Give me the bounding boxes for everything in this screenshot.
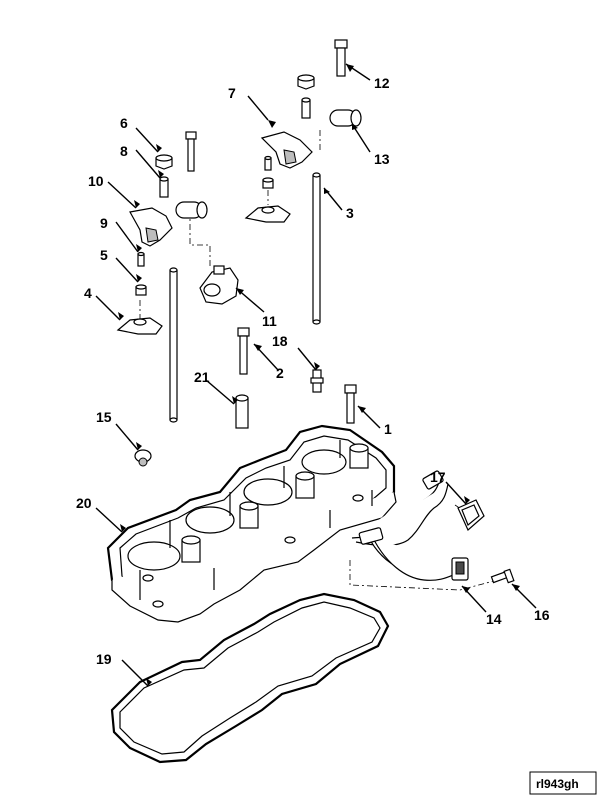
rocker-housing [106, 424, 397, 623]
figure-ref-box [529, 771, 597, 795]
rocker-support-4 [116, 317, 163, 335]
callout-14: 14 [486, 611, 502, 627]
callout-19: 19 [96, 651, 112, 667]
adjusting-screw-right [301, 97, 311, 119]
bolt-2 [237, 327, 250, 375]
callout-5: 5 [100, 247, 108, 263]
nut-6 [155, 154, 173, 170]
pivot-13 [329, 109, 362, 127]
callout-labels: 1 2 3 4 5 6 7 8 9 10 11 12 13 14 15 16 1… [76, 75, 550, 667]
callout-15: 15 [96, 409, 112, 425]
arrowheads [118, 64, 520, 686]
bolt-left-rocker [185, 131, 197, 172]
callout-2: 2 [276, 365, 284, 381]
push-rod-left [169, 267, 178, 423]
adjusting-screw-8 [159, 176, 169, 198]
rocker-arm-7 [260, 131, 313, 169]
callout-17: 17 [430, 469, 446, 485]
callout-6: 6 [120, 115, 128, 131]
bolt-12 [334, 39, 348, 77]
callout-11: 11 [262, 313, 277, 329]
callout-18: 18 [272, 333, 288, 349]
screw-16 [490, 568, 515, 584]
callout-16: 16 [534, 607, 550, 623]
callout-1: 1 [384, 421, 392, 437]
push-rod-guide-11 [199, 265, 239, 305]
callout-8: 8 [120, 143, 128, 159]
callout-3: 3 [346, 205, 354, 221]
callout-12: 12 [374, 75, 390, 91]
callout-10: 10 [88, 173, 104, 189]
wiring-harness-14 [351, 470, 485, 581]
spacer-21 [235, 394, 249, 429]
stud-18 [310, 369, 324, 393]
nut-right [297, 74, 315, 90]
cover-gasket [110, 592, 390, 764]
pivot-ball-right [262, 177, 274, 189]
adjusting-screw-9 [137, 251, 145, 267]
callout-4: 4 [84, 285, 92, 301]
adjusting-screw-right-lower [264, 155, 272, 171]
plug-15 [134, 449, 152, 467]
callout-20: 20 [76, 495, 92, 511]
pivot-left [175, 201, 208, 219]
push-rod-3 [312, 172, 321, 325]
rocker-arm-10 [129, 207, 173, 247]
bolt-1 [344, 384, 357, 424]
figure-ref: rl943gh [536, 777, 579, 791]
callout-13: 13 [374, 151, 390, 167]
callout-9: 9 [100, 215, 108, 231]
pivot-ball-5 [135, 284, 147, 296]
callout-7: 7 [228, 85, 236, 101]
rocker-support-right [244, 205, 291, 223]
callout-21: 21 [194, 369, 210, 385]
